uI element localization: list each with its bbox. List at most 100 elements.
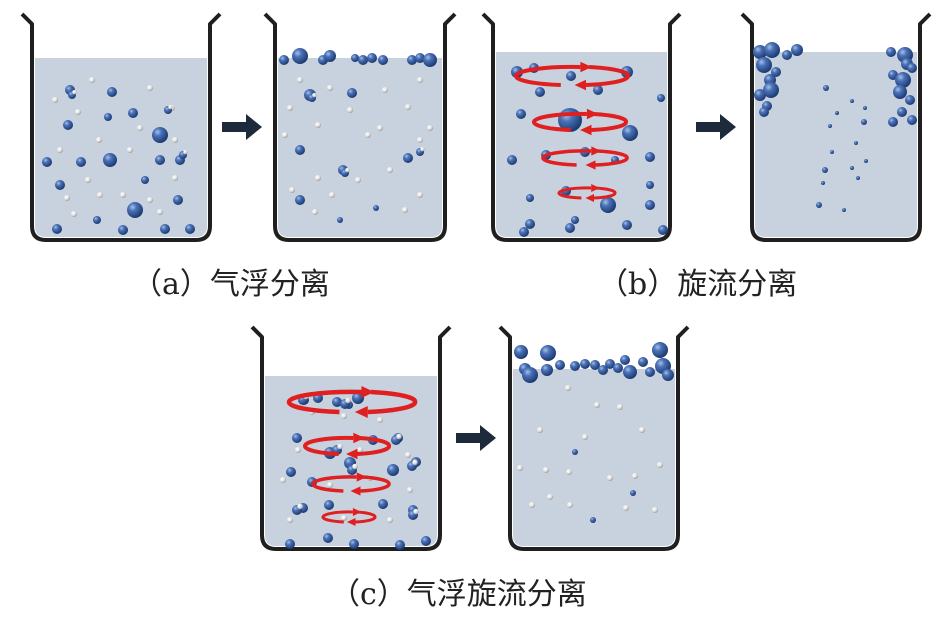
oil-droplet: [160, 224, 170, 234]
air-bubble: [594, 402, 600, 408]
air-bubble: [157, 209, 163, 215]
air-bubble: [120, 192, 126, 198]
oil-droplet: [52, 224, 62, 234]
air-bubble: [420, 147, 425, 152]
air-bubble: [377, 417, 383, 423]
oil-droplet: [895, 72, 911, 88]
swirl-arc-left: [286, 389, 362, 415]
oil-droplet: [128, 108, 138, 118]
water-b-after: [755, 52, 917, 237]
oil-droplet: [646, 181, 654, 189]
oil-droplet: [850, 99, 854, 103]
air-bubble: [529, 502, 535, 508]
beaker-outline-b-before: [481, 12, 682, 242]
air-bubble: [657, 462, 663, 468]
beaker-a-after: [263, 12, 457, 242]
oil-droplet: [593, 85, 603, 95]
oil-droplet: [821, 181, 825, 185]
air-bubble: [347, 107, 353, 113]
oil-droplet: [351, 54, 359, 62]
oil-droplet: [764, 42, 780, 58]
oil-droplet: [279, 55, 289, 65]
beaker-a-before: [20, 12, 222, 242]
air-bubble: [327, 482, 333, 488]
oil-droplet: [127, 202, 143, 218]
swirl-arc-right: [355, 510, 377, 524]
air-bubble: [168, 105, 173, 110]
oil-droplet: [324, 500, 334, 510]
air-bubble: [89, 77, 95, 83]
beaker-outline-c-after: [498, 325, 690, 551]
air-bubble: [337, 443, 343, 450]
right-arrow: [696, 114, 736, 140]
swirl-arc-right: [585, 65, 630, 87]
oil-droplet: [185, 224, 195, 234]
oil-droplet: [823, 85, 829, 91]
oil-droplet: [630, 490, 636, 496]
oil-droplet: [407, 55, 417, 65]
oil-droplet: [535, 87, 545, 97]
air-bubble: [357, 447, 363, 453]
oil-droplet: [861, 119, 867, 125]
oil-droplet: [598, 365, 608, 375]
oil-droplet: [657, 94, 665, 102]
air-bubble: [315, 175, 321, 181]
oil-droplet: [652, 342, 668, 358]
oil-droplet: [759, 107, 769, 117]
air-bubble: [377, 125, 383, 131]
air-bubble: [405, 452, 411, 458]
oil-droplet: [403, 153, 413, 163]
air-bubble: [71, 211, 77, 217]
oil-droplet: [572, 449, 578, 455]
right-arrow: [222, 114, 262, 140]
air-bubble: [639, 427, 645, 433]
oil-droplet: [514, 345, 528, 359]
air-bubble: [417, 137, 423, 143]
oil-droplet: [754, 89, 766, 101]
swirl-arc-right: [360, 475, 391, 493]
water-c-after: [513, 369, 675, 546]
swirl-arrowhead-bottom: [354, 406, 368, 418]
oil-droplet: [623, 365, 637, 379]
oil-droplet: [525, 219, 535, 229]
oil-droplet: [658, 225, 668, 235]
oil-droplet: [555, 360, 565, 370]
air-bubble: [341, 413, 347, 419]
air-bubble: [427, 125, 433, 131]
air-bubble: [566, 469, 572, 475]
oil-droplet: [358, 55, 368, 65]
air-bubble: [355, 177, 361, 183]
oil-droplet: [571, 216, 579, 224]
oil-droplet: [791, 44, 803, 56]
swirl-arc-left: [311, 475, 357, 493]
oil-droplet: [835, 111, 839, 115]
oil-droplet: [286, 467, 296, 477]
swirl-arrow: [557, 184, 617, 202]
oil-droplet: [395, 540, 405, 550]
oil-droplet: [782, 50, 792, 60]
air-bubble: [582, 434, 588, 440]
beaker-outline-b-after: [740, 12, 932, 242]
oil-droplet: [830, 150, 834, 154]
air-bubble: [64, 195, 70, 201]
air-bubble: [137, 125, 143, 131]
oil-droplet: [292, 48, 308, 64]
oil-droplet: [622, 125, 638, 141]
swirl-arrowhead-top: [361, 386, 375, 398]
air-bubble: [127, 147, 133, 153]
oil-droplet: [295, 195, 305, 205]
water-a-before: [35, 58, 207, 237]
caption-a: （a）气浮分离: [132, 267, 330, 302]
swirl-arrowhead-top: [580, 61, 592, 73]
oil-droplet: [295, 145, 305, 155]
air-bubble: [183, 150, 188, 155]
air-bubble: [312, 209, 318, 215]
oil-droplet: [842, 208, 846, 212]
oil-droplet: [76, 157, 86, 167]
swirl-arrow: [311, 472, 391, 496]
oil-droplet: [622, 220, 632, 230]
oil-droplet: [570, 361, 580, 371]
oil-droplet: [888, 117, 898, 127]
oil-droplet: [507, 155, 517, 165]
